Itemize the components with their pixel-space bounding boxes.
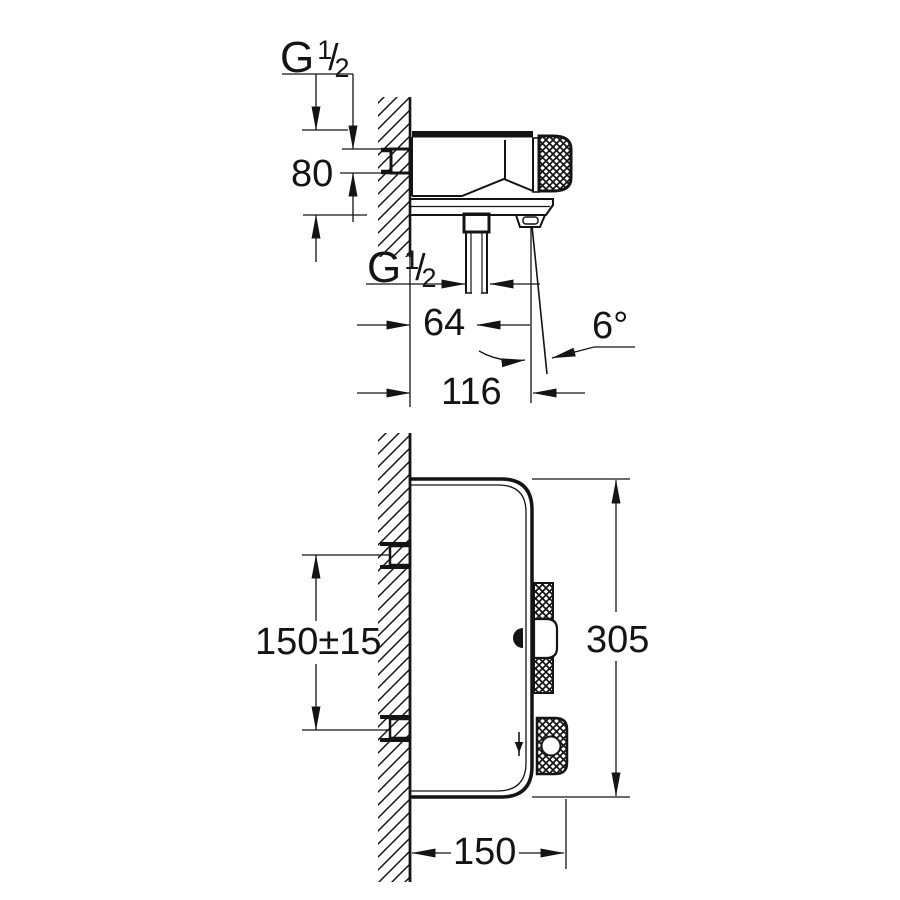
dim-label-64: 64 bbox=[423, 302, 466, 344]
dim-label-116: 116 bbox=[441, 371, 502, 413]
angle-callout-6deg bbox=[478, 346, 635, 368]
thread-fraction-slash: / bbox=[415, 247, 426, 288]
dim-g12-top-and-80 bbox=[282, 73, 391, 262]
body-outline-outer bbox=[410, 477, 534, 799]
thread-fraction-numerator: 1 bbox=[404, 245, 420, 275]
thread-fraction-denominator: 2 bbox=[421, 263, 437, 293]
thread-fraction-denominator: 2 bbox=[334, 53, 350, 83]
outlet-pipe bbox=[462, 212, 491, 294]
thread-letter: G bbox=[367, 243, 402, 292]
top-view bbox=[282, 73, 635, 407]
wall-hatch-front bbox=[378, 433, 410, 882]
shelf-plate bbox=[410, 198, 554, 216]
spout bbox=[514, 214, 547, 228]
dim-label-80: 80 bbox=[291, 153, 334, 195]
dim-150-15 bbox=[302, 554, 390, 731]
dim-label-150: 150 bbox=[453, 831, 517, 873]
inlet-fitting bbox=[381, 147, 412, 175]
thread-fraction-slash: / bbox=[328, 37, 339, 78]
body-top-edge bbox=[412, 131, 533, 138]
temperature-marker bbox=[513, 628, 523, 648]
body-outline-inner bbox=[410, 484, 527, 792]
dim-150 bbox=[411, 799, 567, 869]
dim-label-150-15: 150±15 bbox=[255, 621, 382, 663]
dim-label-305: 305 bbox=[586, 619, 650, 661]
lower-wall-union bbox=[380, 715, 412, 742]
diverter-arrow-symbol bbox=[514, 732, 524, 756]
thermostat-knob bbox=[532, 582, 559, 694]
angle-label-6deg: 6° bbox=[592, 305, 629, 347]
thread-fraction-numerator: 1 bbox=[317, 35, 333, 65]
volume-knob bbox=[535, 716, 569, 776]
front-view bbox=[302, 433, 630, 882]
knurled-knob-side bbox=[537, 134, 573, 193]
wall-hatch-top bbox=[378, 97, 410, 257]
spout-slant-line bbox=[531, 225, 548, 375]
thread-letter: G bbox=[280, 33, 315, 82]
mixer-body-side bbox=[411, 131, 573, 197]
